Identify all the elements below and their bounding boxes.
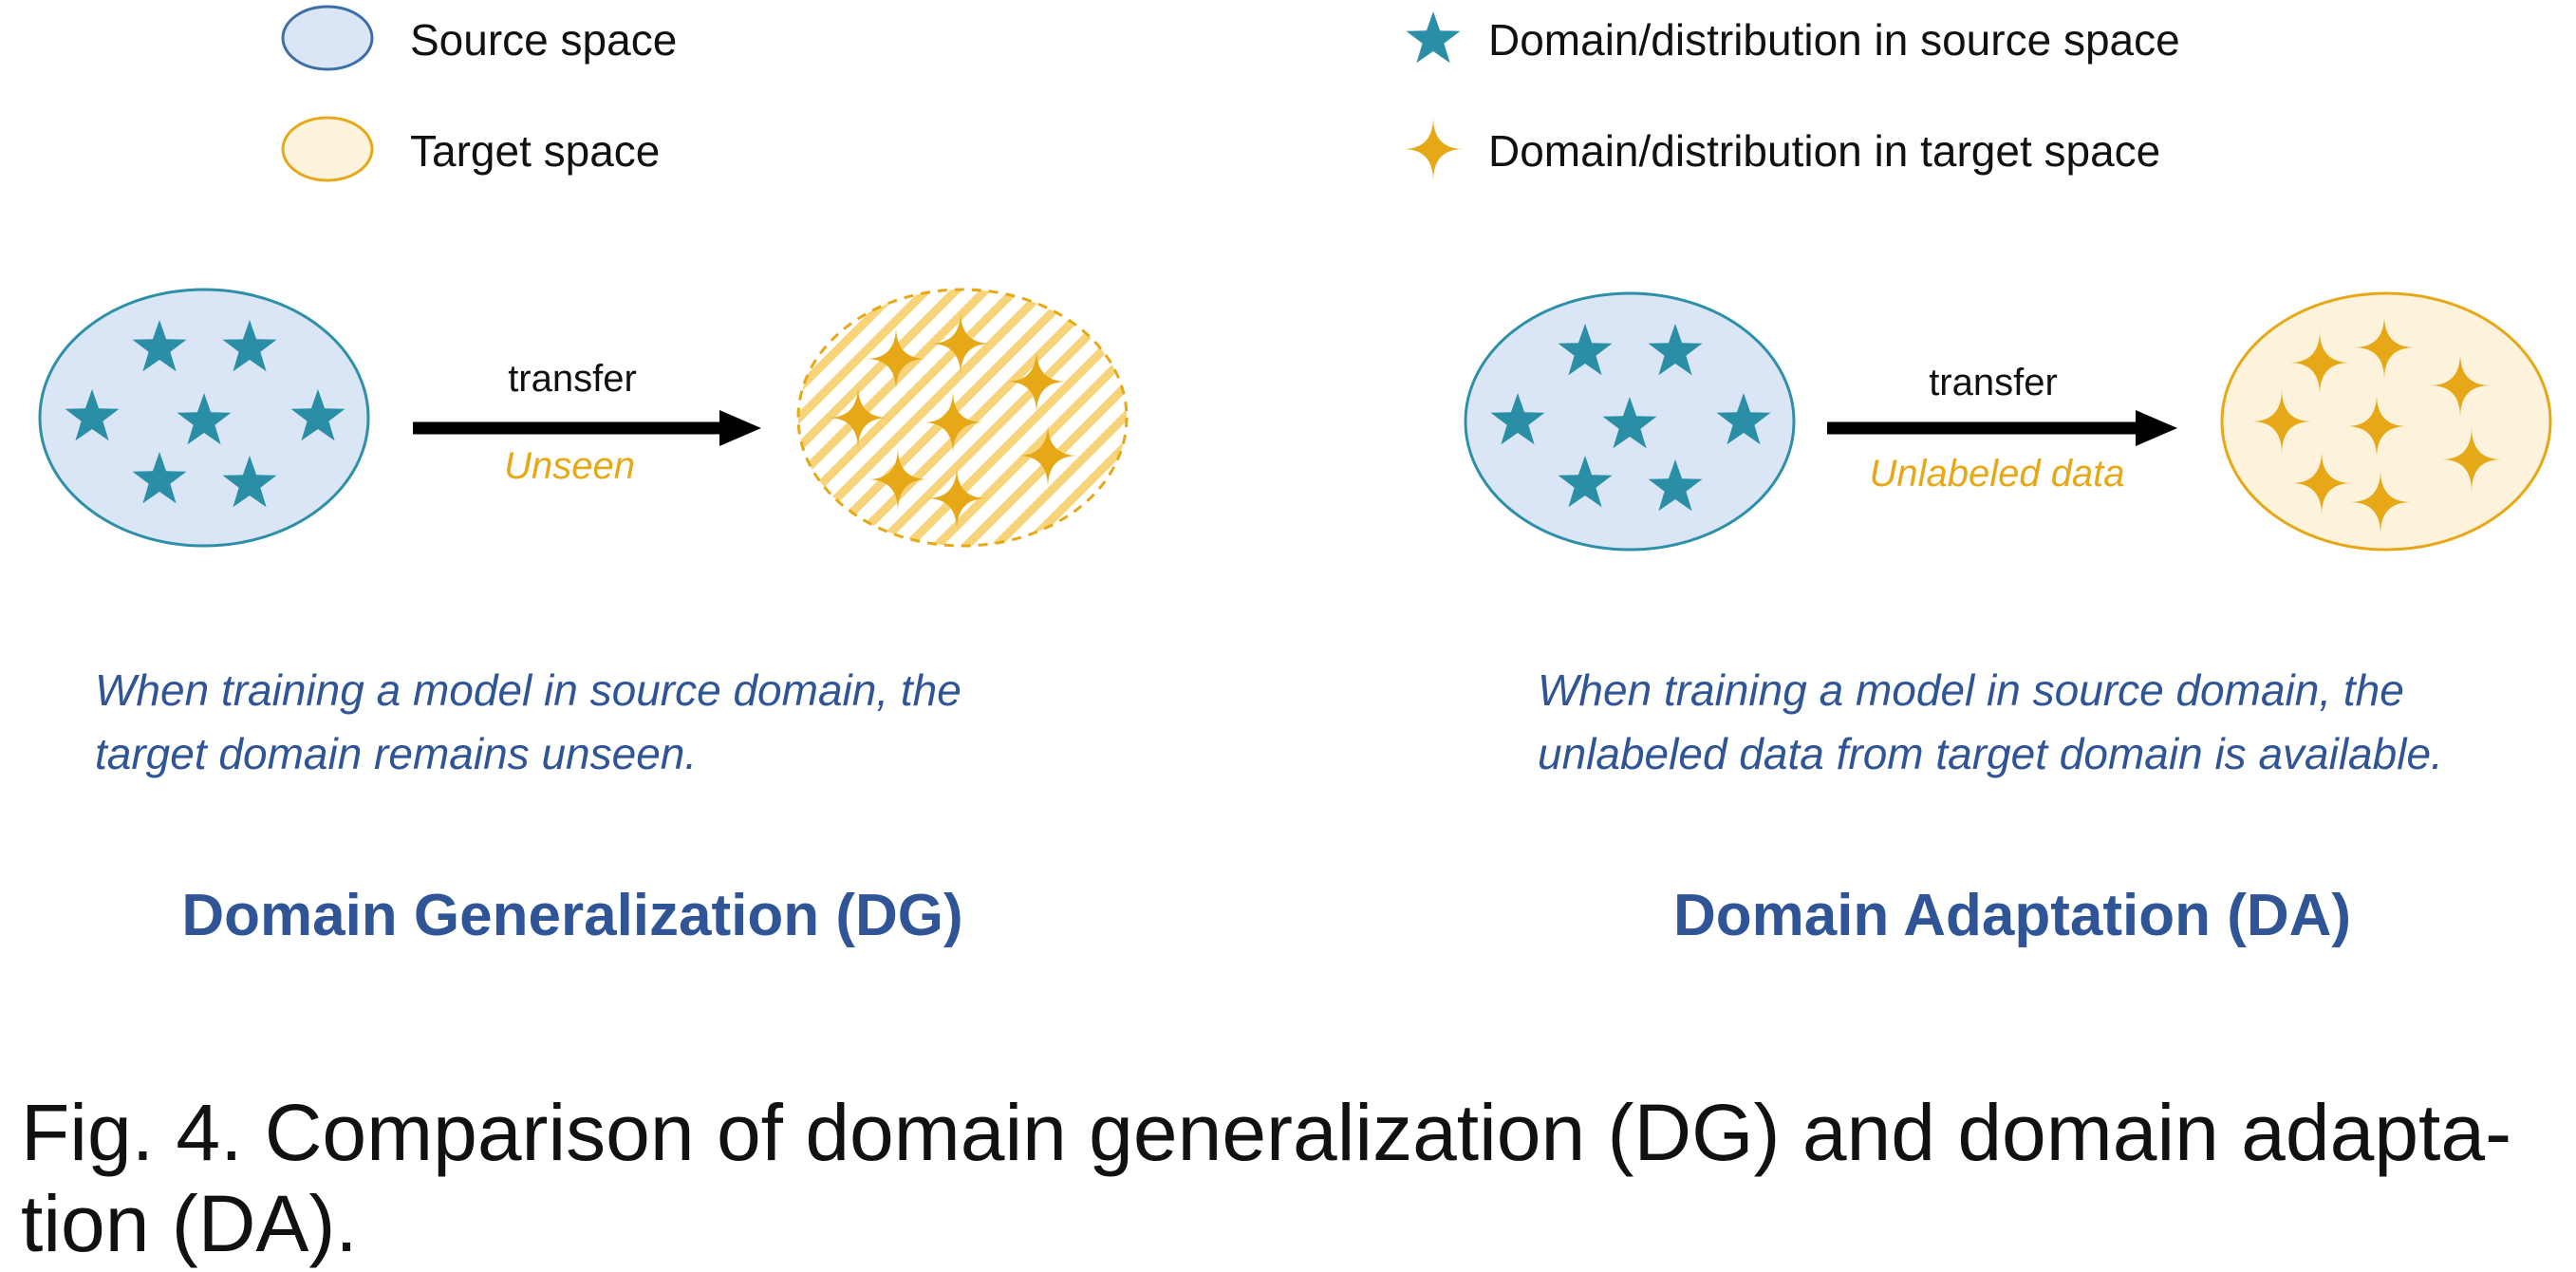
- target-domain-sparkle-icon: [1017, 423, 1078, 488]
- legend-target-space-swatch: [281, 116, 374, 182]
- legend-source-domain-label: Domain/distribution in source space: [1488, 15, 2180, 65]
- source-domain-star-icon: [222, 456, 277, 508]
- da-transfer-arrow: [1827, 410, 2177, 446]
- da-target-domains: [2251, 315, 2502, 534]
- target-domain-sparkle-icon: [828, 385, 888, 450]
- dg-source-domains: [65, 320, 345, 508]
- legend-target-space-label: Target space: [410, 126, 660, 176]
- source-domain-star-icon: [1648, 459, 1703, 512]
- source-domain-star-icon: [1602, 397, 1657, 449]
- source-domain-star-icon: [290, 389, 345, 441]
- source-domain-star-icon: [1490, 393, 1545, 445]
- da-panel: transfer Unlabeled data When training a …: [1464, 291, 2552, 948]
- da-description-line-1: When training a model in source domain, …: [1538, 665, 2404, 715]
- dg-transfer-arrow: [413, 410, 761, 446]
- dg-transfer-label: transfer: [508, 358, 637, 400]
- legend-target-domain-icon: [1403, 117, 1464, 181]
- target-domain-sparkle-icon: [2251, 389, 2312, 454]
- da-description-line-2: unlabeled data from target domain is ava…: [1538, 729, 2443, 778]
- source-domain-star-icon: [1716, 393, 1771, 445]
- target-domain-sparkle-icon: [868, 447, 928, 512]
- target-domain-sparkle-icon: [930, 311, 991, 376]
- da-source-domains: [1490, 324, 1771, 512]
- source-domain-star-icon: [132, 320, 187, 372]
- source-domain-star-icon: [177, 393, 232, 445]
- legend: Source space Target space Domain/distrib…: [281, 5, 2180, 182]
- dg-description-line-1: When training a model in source domain, …: [95, 665, 961, 715]
- target-domain-sparkle-icon: [2289, 330, 2350, 395]
- source-domain-star-icon: [65, 389, 120, 441]
- target-domain-sparkle-icon: [2354, 315, 2415, 380]
- target-domain-sparkle-icon: [2430, 353, 2491, 418]
- sparkle-icon: [1403, 117, 1464, 181]
- target-domain-sparkle-icon: [2291, 451, 2352, 515]
- target-domain-sparkle-icon: [923, 390, 983, 455]
- source-domain-star-icon: [1558, 456, 1613, 508]
- target-domain-sparkle-icon: [926, 466, 987, 531]
- target-domain-sparkle-icon: [2441, 427, 2502, 492]
- da-transfer-label: transfer: [1929, 362, 2058, 403]
- figure-caption-line-1: Fig. 4. Comparison of domain generalizat…: [21, 1088, 2511, 1177]
- dg-description-line-2: target domain remains unseen.: [95, 729, 697, 778]
- da-title: Domain Adaptation (DA): [1673, 883, 2351, 948]
- source-domain-star-icon: [222, 320, 277, 372]
- legend-source-space-label: Source space: [410, 15, 677, 65]
- target-domain-sparkle-icon: [866, 327, 926, 391]
- figure-caption-line-2: tion (DA).: [21, 1179, 358, 1268]
- legend-target-domain-label: Domain/distribution in target space: [1488, 126, 2160, 176]
- da-unlabeled-label: Unlabeled data: [1869, 453, 2124, 495]
- star-icon: [1406, 11, 1461, 64]
- target-domain-sparkle-icon: [2350, 470, 2411, 534]
- dg-target-domains: [828, 311, 1078, 531]
- dg-title: Domain Generalization (DG): [181, 883, 962, 948]
- dg-panel: transfer Unseen When training a model in…: [38, 288, 1129, 948]
- dg-unseen-label: Unseen: [504, 445, 635, 487]
- source-domain-star-icon: [1558, 324, 1613, 376]
- source-domain-star-icon: [1648, 324, 1703, 376]
- target-domain-sparkle-icon: [1006, 349, 1067, 414]
- source-domain-star-icon: [132, 452, 187, 504]
- legend-source-space-swatch: [281, 5, 374, 71]
- legend-source-domain-icon: [1406, 11, 1461, 64]
- target-domain-sparkle-icon: [2346, 394, 2407, 458]
